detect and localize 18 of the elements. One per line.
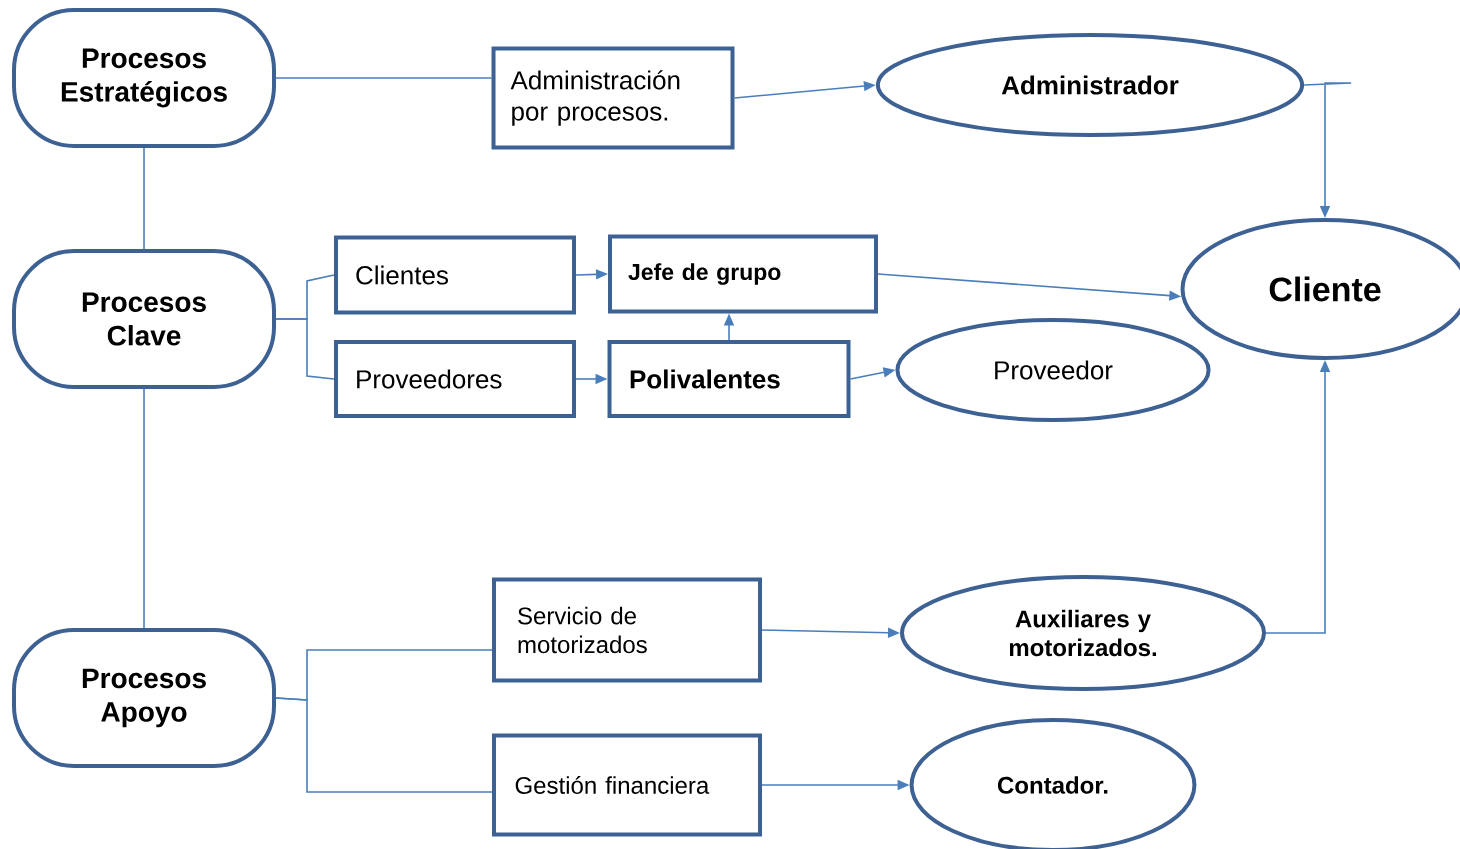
process-box: Servicio de motorizados xyxy=(492,577,762,683)
connector-line xyxy=(275,318,335,380)
rounded-box: Procesos Clave xyxy=(12,249,276,389)
ellipse-node: Auxiliares y motorizados. xyxy=(900,575,1266,691)
connector-line xyxy=(143,388,145,629)
process-box: Administración por procesos. xyxy=(491,46,735,150)
rounded-box: Procesos Estratégicos xyxy=(12,8,276,148)
connector-line xyxy=(275,77,493,79)
process-box: Clientes xyxy=(334,235,576,315)
process-box: Jefe de grupo xyxy=(608,234,878,314)
rounded-box: Procesos Apoyo xyxy=(12,628,276,768)
connector-line xyxy=(275,697,493,793)
ellipse-node: Proveedor xyxy=(895,318,1211,422)
connector-line xyxy=(143,147,145,250)
process-box: Polivalentes xyxy=(607,340,851,418)
ellipse-node: Administrador xyxy=(875,33,1305,137)
process-box: Proveedores xyxy=(334,340,576,418)
process-box: Gestión financiera xyxy=(492,733,762,837)
